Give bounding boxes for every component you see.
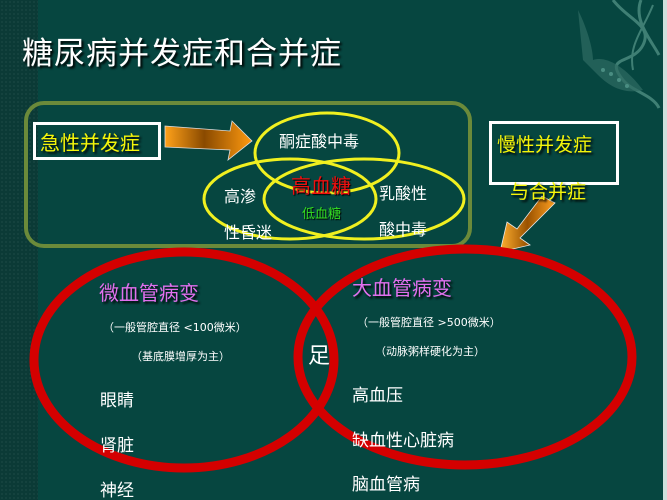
macrovascular-item: 高血压 <box>352 386 403 406</box>
left-texture-strip <box>0 0 38 500</box>
microvascular-note-diameter: （一般管腔直径 <100微米） <box>103 321 247 334</box>
chronic-arrow-icon <box>499 195 556 253</box>
microvascular-heading: 微血管病变 <box>99 281 199 305</box>
macrovascular-heading: 大血管病变 <box>352 276 452 300</box>
decorative-vine-ornament-icon <box>578 0 661 109</box>
macro-ring <box>293 244 637 470</box>
venn-circle-top <box>253 111 401 195</box>
macrovascular-item: 脑血管病 <box>352 475 420 495</box>
venn-circle-right <box>262 157 466 241</box>
acute-complications-label: 急性并发症 <box>40 131 140 155</box>
acute-arrow-icon <box>164 120 253 161</box>
macrovascular-note-atherosclerosis: （动脉粥样硬化为主） <box>375 345 485 358</box>
venn-ketoacidosis-label: 酮症酸中毒 <box>279 132 360 151</box>
venn-lactic-acidosis-label-line2: 酸中毒 <box>379 220 428 239</box>
venn-hyperosmolar-label-line2: 性昏迷 <box>224 223 273 242</box>
venn-hypoglycemia-label: 低血糖 <box>302 207 342 222</box>
chronic-complications-label-line1: 慢性并发症 <box>497 134 593 156</box>
page-title: 糖尿病并发症和合并症 <box>22 36 342 72</box>
venn-hyperosmolar-label-line1: 高渗 <box>224 187 257 206</box>
right-edge-border <box>663 0 667 500</box>
acute-group-frame <box>24 101 472 248</box>
overlap-foot-label: 足 <box>308 344 331 369</box>
venn-hyperglycemia-label: 高血糖 <box>291 174 351 198</box>
microvascular-note-basement: （基底膜增厚为主） <box>131 350 230 363</box>
chronic-complications-label-line2: 与合并症 <box>510 181 587 203</box>
venn-lactic-acidosis-label-line1: 乳酸性 <box>379 184 428 203</box>
microvascular-item: 神经 <box>100 481 134 500</box>
micro-ring <box>29 247 339 473</box>
chronic-label-box <box>489 121 619 185</box>
microvascular-item: 肾脏 <box>100 436 134 456</box>
macrovascular-item: 缺血性心脏病 <box>352 431 454 451</box>
macrovascular-note-diameter: （一般管腔直径 >500微米） <box>357 316 501 329</box>
acute-label-box <box>33 122 161 160</box>
microvascular-item: 眼睛 <box>100 391 134 411</box>
venn-circle-left <box>202 157 378 241</box>
